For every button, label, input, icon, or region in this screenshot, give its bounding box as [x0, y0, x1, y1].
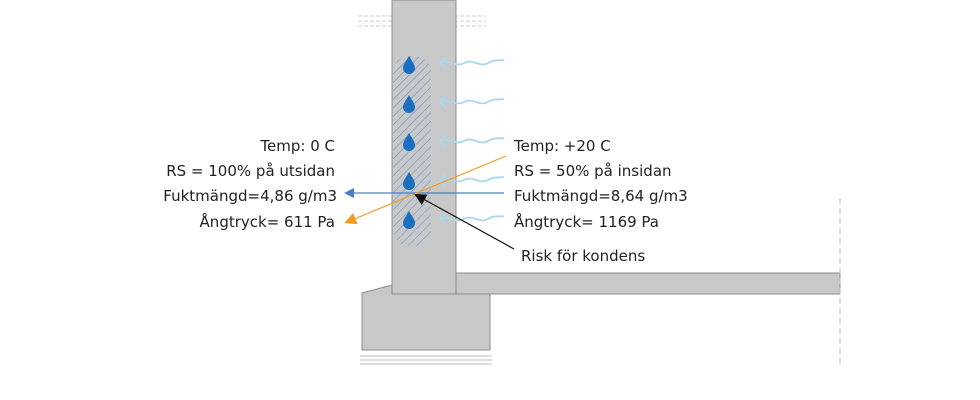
- inside-moisture-label: Fuktmängd=8,64 g/m3: [514, 187, 688, 205]
- outside-rh-label: RS = 100% på utsidan: [166, 162, 335, 180]
- foundation-footing: [361, 284, 491, 351]
- inside-temp-label: Temp: +20 C: [514, 137, 611, 155]
- inside-rh-label: RS = 50% på insidan: [514, 162, 672, 180]
- condensation-risk-label: Risk för kondens: [521, 247, 646, 265]
- floor-slab: [455, 272, 841, 295]
- outside-vapor-pressure-label: Ångtryck= 611 Pa: [199, 213, 335, 231]
- outside-moisture-label: Fuktmängd=4,86 g/m3: [163, 187, 337, 205]
- ground-break-line: [360, 355, 492, 365]
- vapor-pressure-arrow: [344, 155, 507, 225]
- inside-vapor-pressure-label: Ångtryck= 1169 Pa: [514, 213, 659, 231]
- condensation-pointer-arrow: [414, 194, 515, 250]
- outside-temp-label: Temp: 0 C: [260, 137, 335, 155]
